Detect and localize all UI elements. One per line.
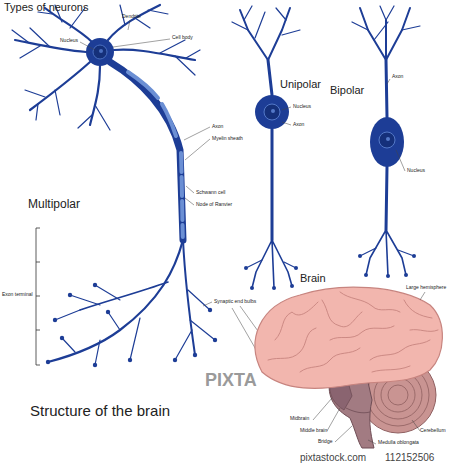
part-label: Middle brain — [300, 428, 327, 434]
watermark: pixtastock.com — [300, 452, 366, 464]
part-label: Axon — [212, 124, 223, 130]
unipolar-neuron — [232, 6, 300, 288]
part-label: Node of Ranvier — [196, 202, 232, 208]
part-label: Synaptic end bulbs — [214, 299, 256, 305]
title: Types of neurons — [4, 1, 88, 14]
bipolar-cell-body — [370, 117, 404, 167]
part-label: Nucleus — [293, 104, 311, 110]
neuron-type-label: Multipolar — [28, 198, 80, 212]
watermark: 112152506 — [385, 452, 434, 464]
part-label: Schwann cell — [196, 190, 225, 196]
part-label: Cell body — [172, 35, 193, 41]
part-label: Nucleus — [407, 168, 425, 174]
part-label: Large hemisphere — [406, 285, 446, 291]
part-label: Axon — [392, 74, 403, 80]
neuron-leaders — [282, 79, 405, 171]
part-label: Axon — [293, 122, 304, 128]
brainstem — [329, 378, 374, 448]
multipolar-axon — [110, 62, 183, 240]
part-label: Exon terminal — [2, 292, 33, 298]
section-label: Brain — [300, 272, 326, 285]
brain-leaders — [313, 292, 425, 444]
watermark: PIXTA — [205, 370, 257, 391]
part-label: Midbrain — [290, 416, 309, 422]
multipolar-cell-body — [86, 38, 114, 66]
unipolar-cell-body — [255, 95, 289, 129]
bipolar-bulbs — [358, 254, 416, 278]
part-label: Dendrite — [122, 14, 141, 20]
part-label: Bridge — [318, 439, 332, 445]
part-label: Nucleus — [60, 38, 78, 44]
axon-terminal — [48, 240, 215, 365]
part-label: Medulla oblongata — [378, 440, 419, 446]
leader-lines — [80, 20, 268, 360]
neuron-type-label: Unipolar — [280, 78, 321, 91]
neuron-type-label: Bipolar — [330, 84, 364, 97]
unipolar-bulbs — [244, 266, 298, 290]
caption: Structure of the brain — [30, 402, 170, 419]
synaptic-bulbs — [46, 283, 217, 367]
multipolar-dendrites — [12, 5, 200, 130]
part-label: Myelin sheath — [212, 136, 243, 142]
part-label: Cerebellum — [420, 428, 446, 434]
bipolar-neuron — [352, 6, 420, 276]
bracket — [36, 228, 40, 365]
cerebrum — [255, 287, 442, 388]
